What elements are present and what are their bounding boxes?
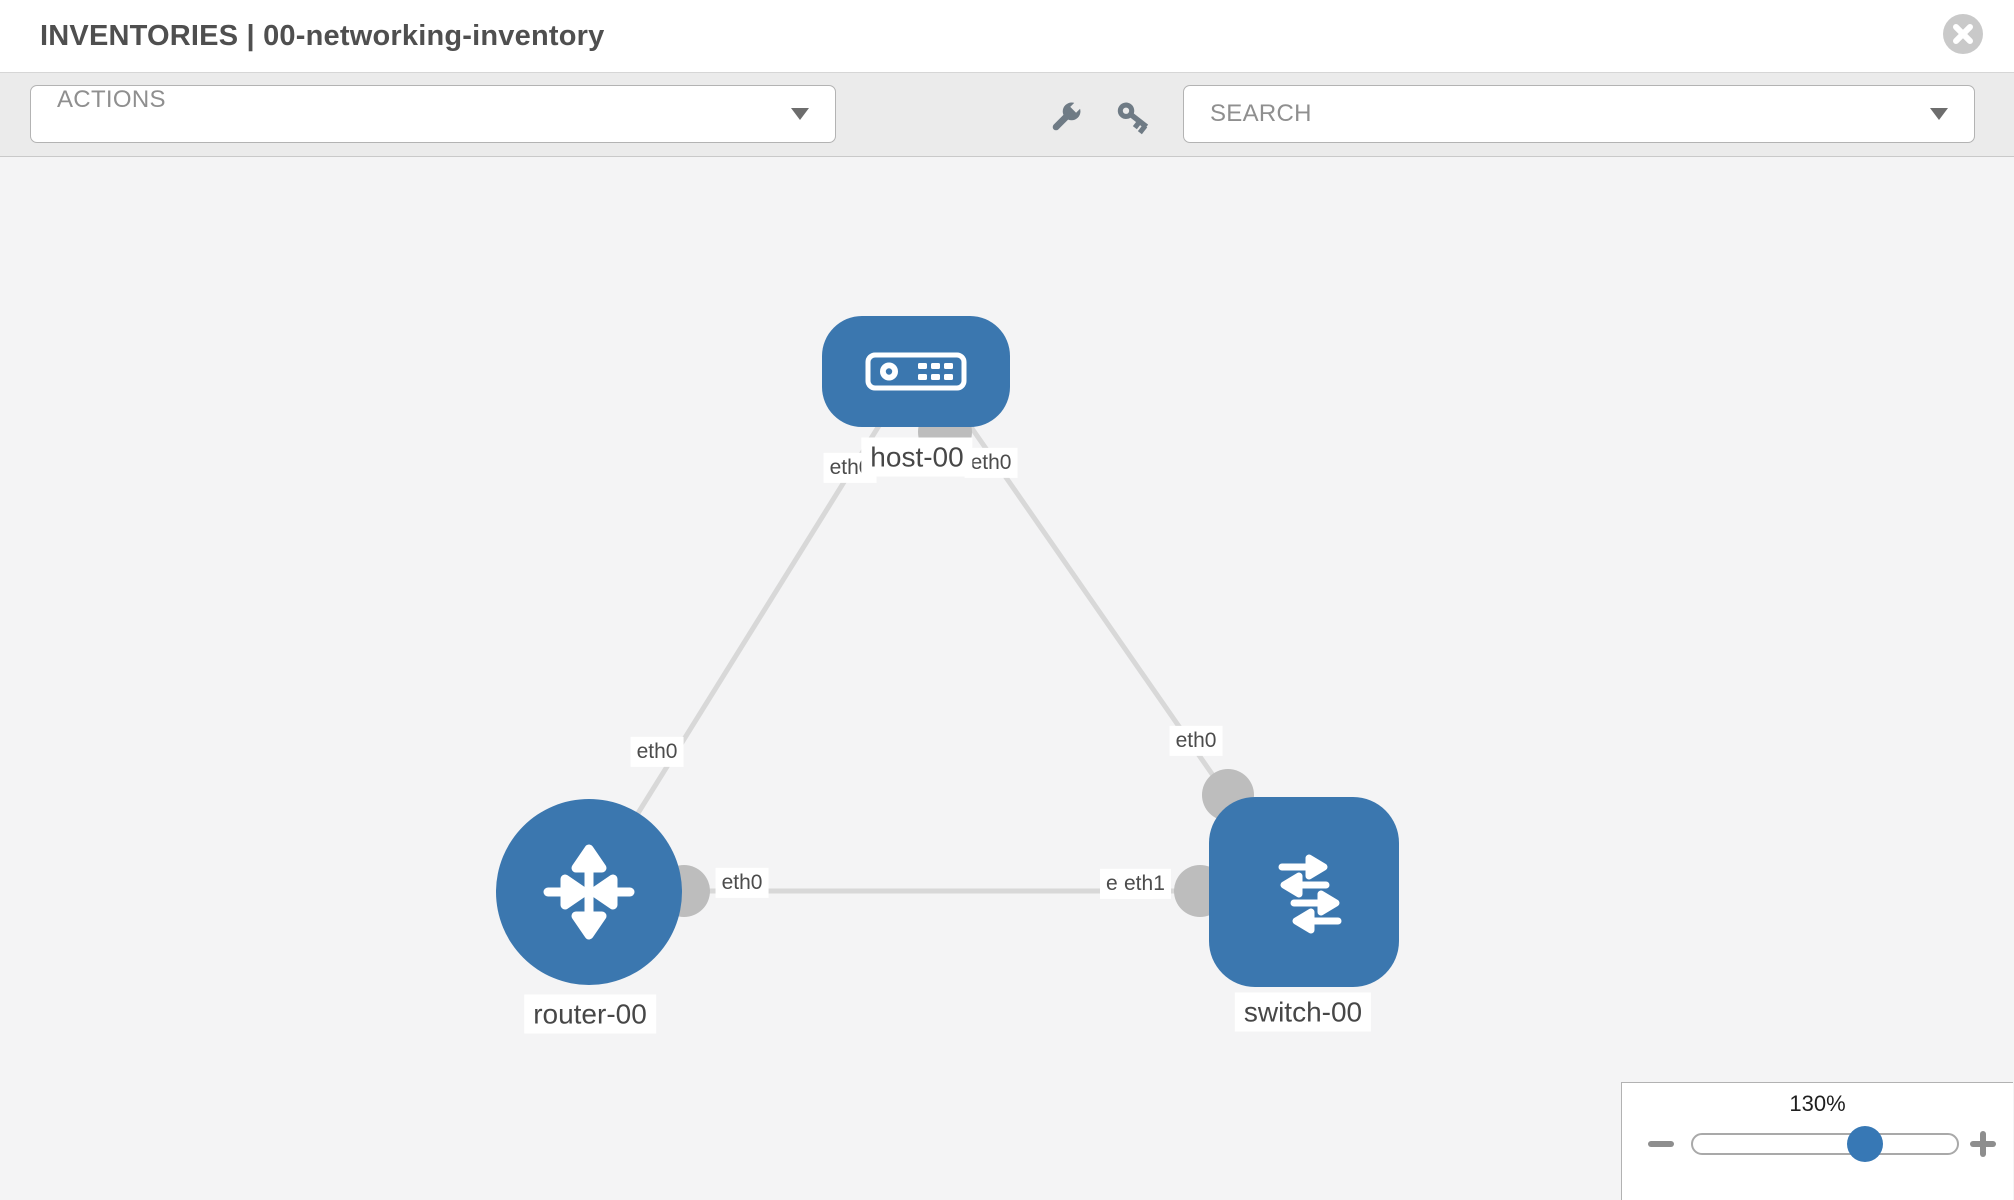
interface-label: eth0 bbox=[630, 736, 684, 768]
zoom-in-button[interactable] bbox=[1966, 1127, 2000, 1161]
zoom-level-value: 130% bbox=[1789, 1091, 1846, 1116]
interface-label: eth0 bbox=[715, 867, 769, 899]
node-label-host: host-00 bbox=[861, 437, 973, 477]
close-icon bbox=[1953, 24, 1973, 44]
close-button[interactable] bbox=[1943, 14, 1983, 54]
node-host-00[interactable] bbox=[822, 316, 1010, 427]
node-router-00[interactable] bbox=[496, 799, 682, 985]
search-dropdown[interactable] bbox=[1183, 85, 1975, 143]
panel-header: INVENTORIES | 00-networking-inventory bbox=[0, 0, 2014, 72]
zoom-out-button[interactable] bbox=[1644, 1127, 1678, 1161]
search-input[interactable] bbox=[1184, 85, 1930, 143]
wrench-icon bbox=[1052, 100, 1083, 131]
key-icon bbox=[1117, 102, 1149, 135]
topology-canvas[interactable]: eth0 eth0 eth0 eth0 eth0 eth1 eth1 host-… bbox=[0, 157, 2014, 1200]
switch-icon bbox=[1278, 854, 1342, 934]
chevron-down-icon bbox=[791, 108, 809, 120]
router-icon bbox=[543, 844, 635, 940]
node-label-switch: switch-00 bbox=[1234, 992, 1372, 1032]
tools-button[interactable] bbox=[1044, 95, 1088, 139]
plus-icon bbox=[1970, 1131, 1996, 1157]
minus-icon bbox=[1648, 1141, 1674, 1147]
interface-label: eth0 bbox=[1169, 725, 1223, 757]
chevron-down-icon bbox=[1930, 108, 1948, 120]
interface-label: eth0 bbox=[964, 447, 1018, 479]
host-icon bbox=[865, 352, 967, 391]
zoom-panel: 130% bbox=[1621, 1082, 2013, 1200]
actions-dropdown[interactable]: ACTIONS bbox=[30, 85, 836, 143]
toolbar: ACTIONS bbox=[0, 72, 2014, 157]
zoom-slider-thumb[interactable] bbox=[1847, 1126, 1883, 1162]
zoom-slider-track[interactable] bbox=[1691, 1133, 1959, 1155]
page-title: INVENTORIES | 00-networking-inventory bbox=[40, 20, 605, 52]
interface-label: eth1 bbox=[1118, 868, 1171, 900]
credentials-button[interactable] bbox=[1112, 95, 1156, 139]
interface-ports bbox=[658, 405, 1254, 917]
node-switch-00[interactable] bbox=[1209, 797, 1399, 987]
actions-dropdown-label: ACTIONS bbox=[57, 86, 166, 113]
node-label-router: router-00 bbox=[524, 994, 656, 1034]
